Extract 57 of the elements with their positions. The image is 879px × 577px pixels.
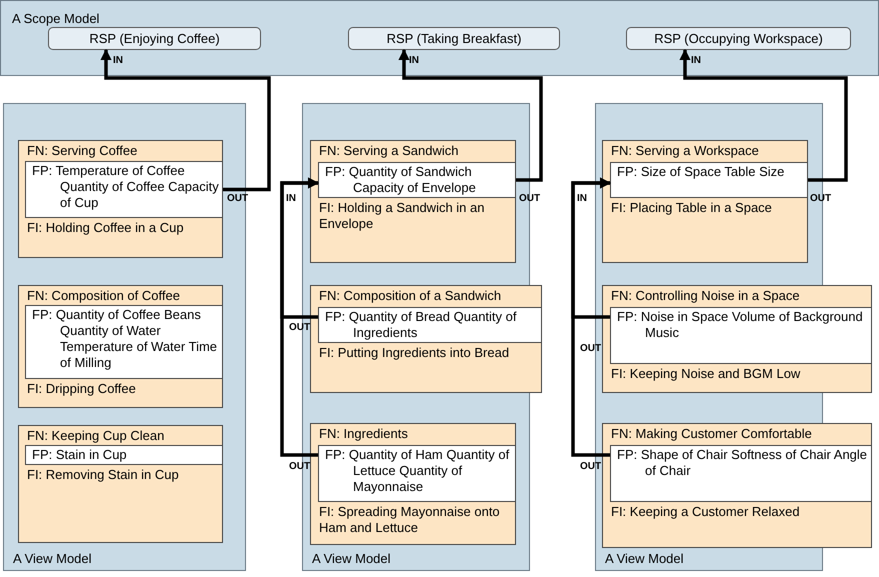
function-title: FN: Making Customer Comfortable	[611, 426, 812, 442]
port-label: OUT	[810, 193, 832, 204]
function-title: FN: Serving a Workspace	[611, 143, 759, 159]
port-label: IN	[577, 193, 587, 204]
implementation-text: FI: Keeping a Customer Relaxed	[611, 504, 801, 520]
function-box	[602, 285, 872, 393]
implementation-text: FI: Holding Coffee in a Cup	[27, 220, 185, 236]
implementation-text: FI: Holding a Sandwich in an Envelope	[319, 200, 486, 232]
function-box	[18, 140, 223, 258]
connector-arrow	[280, 177, 320, 457]
parameter-box: FP: Quantity of Sandwich Capacity of Envelope	[318, 162, 516, 198]
function-title: FN: Controlling Noise in a Space	[611, 288, 800, 304]
function-title: FN: Ingredients	[319, 426, 408, 442]
function-box	[602, 140, 808, 263]
panel-title: A View Model	[13, 551, 92, 567]
rsp-box: RSP (Enjoying Coffee)	[48, 27, 261, 50]
rsp-box: RSP (Occupying Workspace)	[626, 27, 851, 50]
implementation-text: FI: Keeping Noise and BGM Low	[611, 366, 802, 382]
port-label: IN	[409, 55, 419, 66]
panel-title: A Scope Model	[12, 11, 100, 27]
implementation-text: FI: Removing Stain in Cup	[27, 467, 180, 483]
parameter-box: FP: Noise in Space Volume of Background Music	[610, 307, 872, 364]
port-label: IN	[691, 55, 701, 66]
function-title: FN: Composition of Coffee	[27, 288, 180, 304]
function-box	[18, 285, 223, 408]
scope-model-panel	[0, 0, 879, 76]
implementation-text: FI: Spreading Mayonnaise onto Ham and Lettuce	[319, 504, 501, 536]
parameter-box: FP: Quantity of Bread Quantity of Ingredients	[318, 307, 542, 343]
parameter-box: FP: Quantity of Coffee Beans Quantity of Water Temperature of Water Time of Milling	[25, 305, 223, 379]
parameter-box: FP: Size of Space Table Size	[610, 162, 808, 198]
parameter-box: FP: Stain in Cup	[25, 445, 223, 465]
function-title: FN: Serving Coffee	[27, 143, 138, 159]
rsp-box: RSP (Taking Breakfast)	[348, 27, 560, 50]
port-label: IN	[113, 55, 123, 66]
implementation-text: FI: Placing Table in a Space	[611, 200, 773, 216]
function-title: FN: Composition of a Sandwich	[319, 288, 502, 304]
port-label: IN	[286, 193, 296, 204]
panel-title: A View Model	[312, 551, 391, 567]
connector-arrow	[398, 48, 543, 182]
function-title: FN: Serving a Sandwich	[319, 143, 458, 159]
parameter-box: FP: Shape of Chair Softness of Chair Angle of Chair	[610, 445, 872, 502]
implementation-text: FI: Dripping Coffee	[27, 381, 137, 397]
implementation-text: FI: Putting Ingredients into Bread	[319, 345, 510, 361]
view-model-panel	[3, 103, 246, 571]
function-title: FN: Keeping Cup Clean	[27, 428, 164, 444]
function-box	[602, 423, 872, 548]
connector-arrow	[100, 48, 271, 192]
port-label: OUT	[519, 193, 540, 204]
parameter-box: FP: Quantity of Ham Quantity of Lettuce Quantity of Mayonnaise	[318, 445, 516, 502]
connector-arrow	[679, 48, 848, 182]
function-box	[310, 423, 516, 545]
panel-title: A View Model	[605, 551, 684, 567]
parameter-box: FP: Temperature of Coffee Quantity of Coffee Capacity of Cup	[25, 161, 223, 218]
function-box	[310, 140, 516, 263]
function-box	[18, 425, 223, 543]
port-label: OUT	[227, 193, 248, 204]
connector-arrow	[571, 177, 612, 457]
